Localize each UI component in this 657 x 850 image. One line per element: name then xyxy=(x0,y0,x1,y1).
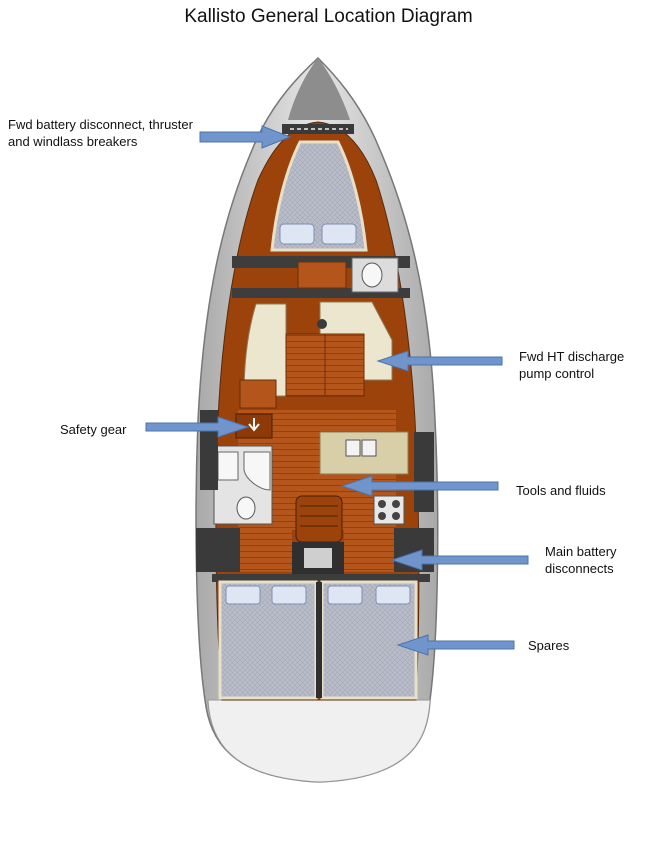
port-locker xyxy=(200,410,218,490)
label-fwd-battery: Fwd battery disconnect, thruster and win… xyxy=(8,116,193,150)
label-line: Spares xyxy=(528,638,570,653)
aft-berths xyxy=(218,580,418,700)
label-line: Fwd battery disconnect, thruster xyxy=(8,117,193,132)
label-line: Fwd HT discharge xyxy=(519,349,625,364)
starboard-locker xyxy=(414,432,434,512)
label-line: Tools and fluids xyxy=(516,483,606,498)
label-spares: Spares xyxy=(528,637,569,654)
arrow-safety-gear xyxy=(145,416,250,438)
arrow-tools-fluids xyxy=(340,475,499,497)
forward-head xyxy=(297,257,399,293)
label-tools-fluids: Tools and fluids xyxy=(516,482,606,499)
saloon xyxy=(239,301,393,409)
label-main-battery: Main battery disconnects xyxy=(545,543,617,577)
label-fwd-ht: Fwd HT discharge pump control xyxy=(519,348,624,382)
companionway-steps xyxy=(295,495,343,543)
label-line: disconnects xyxy=(545,561,614,576)
arrow-fwd-battery xyxy=(199,125,292,149)
label-line: pump control xyxy=(519,366,595,381)
page-title: Kallisto General Location Diagram xyxy=(184,6,473,27)
arrow-spares xyxy=(396,634,515,656)
arrow-fwd-ht xyxy=(376,350,503,372)
label-line: and windlass breakers xyxy=(8,134,138,149)
arrows xyxy=(145,125,529,656)
label-safety-gear: Safety gear xyxy=(60,421,127,438)
bulkhead xyxy=(232,288,410,298)
aft-bulkhead xyxy=(212,574,430,582)
arrow-main-battery xyxy=(390,549,529,571)
galley xyxy=(319,431,409,525)
port-aft-locker xyxy=(196,528,240,572)
label-line: Safety gear xyxy=(60,422,127,437)
label-line: Main battery xyxy=(545,544,617,559)
forward-berth xyxy=(270,140,368,252)
aft-head xyxy=(213,445,273,525)
